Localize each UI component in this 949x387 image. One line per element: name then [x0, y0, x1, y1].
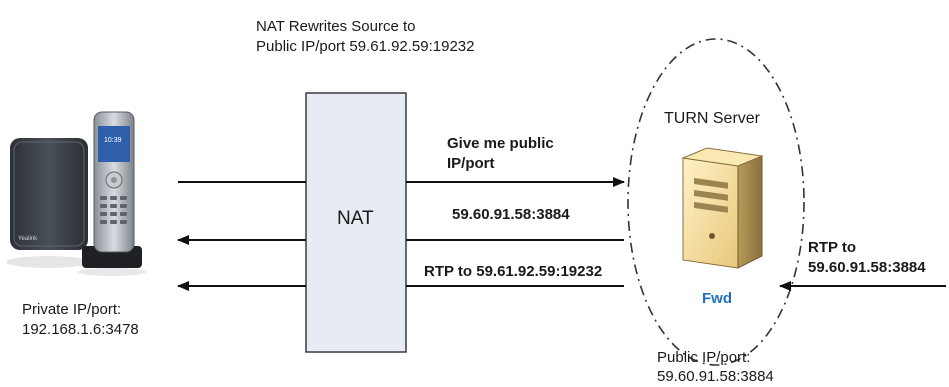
fwd-label: Fwd — [702, 290, 732, 307]
handset-icon — [78, 111, 146, 276]
turn-server-boundary — [627, 38, 805, 366]
rtp-in-label-line2: 59.60.91.58:3884 — [808, 259, 926, 276]
private-ip-line1: Private IP/port: — [22, 301, 122, 318]
nat-note-line2: Public IP/port 59.61.92.59:19232 — [256, 38, 475, 55]
private-ip-line2: 192.168.1.6:3478 — [22, 321, 139, 338]
public-ip-line1: Public IP/port: — [657, 349, 751, 366]
nat-box — [305, 92, 407, 353]
rtp-in-label-line1: RTP to — [808, 239, 857, 256]
base-brand-text: Yealink — [18, 236, 38, 242]
server-icon — [681, 147, 764, 269]
response-label: 59.60.91.58:3884 — [452, 206, 570, 223]
request-label-line2: IP/port — [447, 155, 495, 172]
handset-time-text: 10:39 — [104, 137, 122, 144]
request-label-line1: Give me public — [447, 135, 554, 152]
turn-server-label: TURN Server — [664, 110, 761, 127]
public-ip-line2: 59.60.91.58:3884 — [657, 368, 774, 385]
nat-note-line1: NAT Rewrites Source to — [256, 18, 416, 35]
phone-base-station-icon — [6, 138, 90, 268]
nat-label: NAT — [337, 208, 374, 229]
rtp-to-phone-label: RTP to 59.61.92.59:19232 — [424, 263, 603, 280]
